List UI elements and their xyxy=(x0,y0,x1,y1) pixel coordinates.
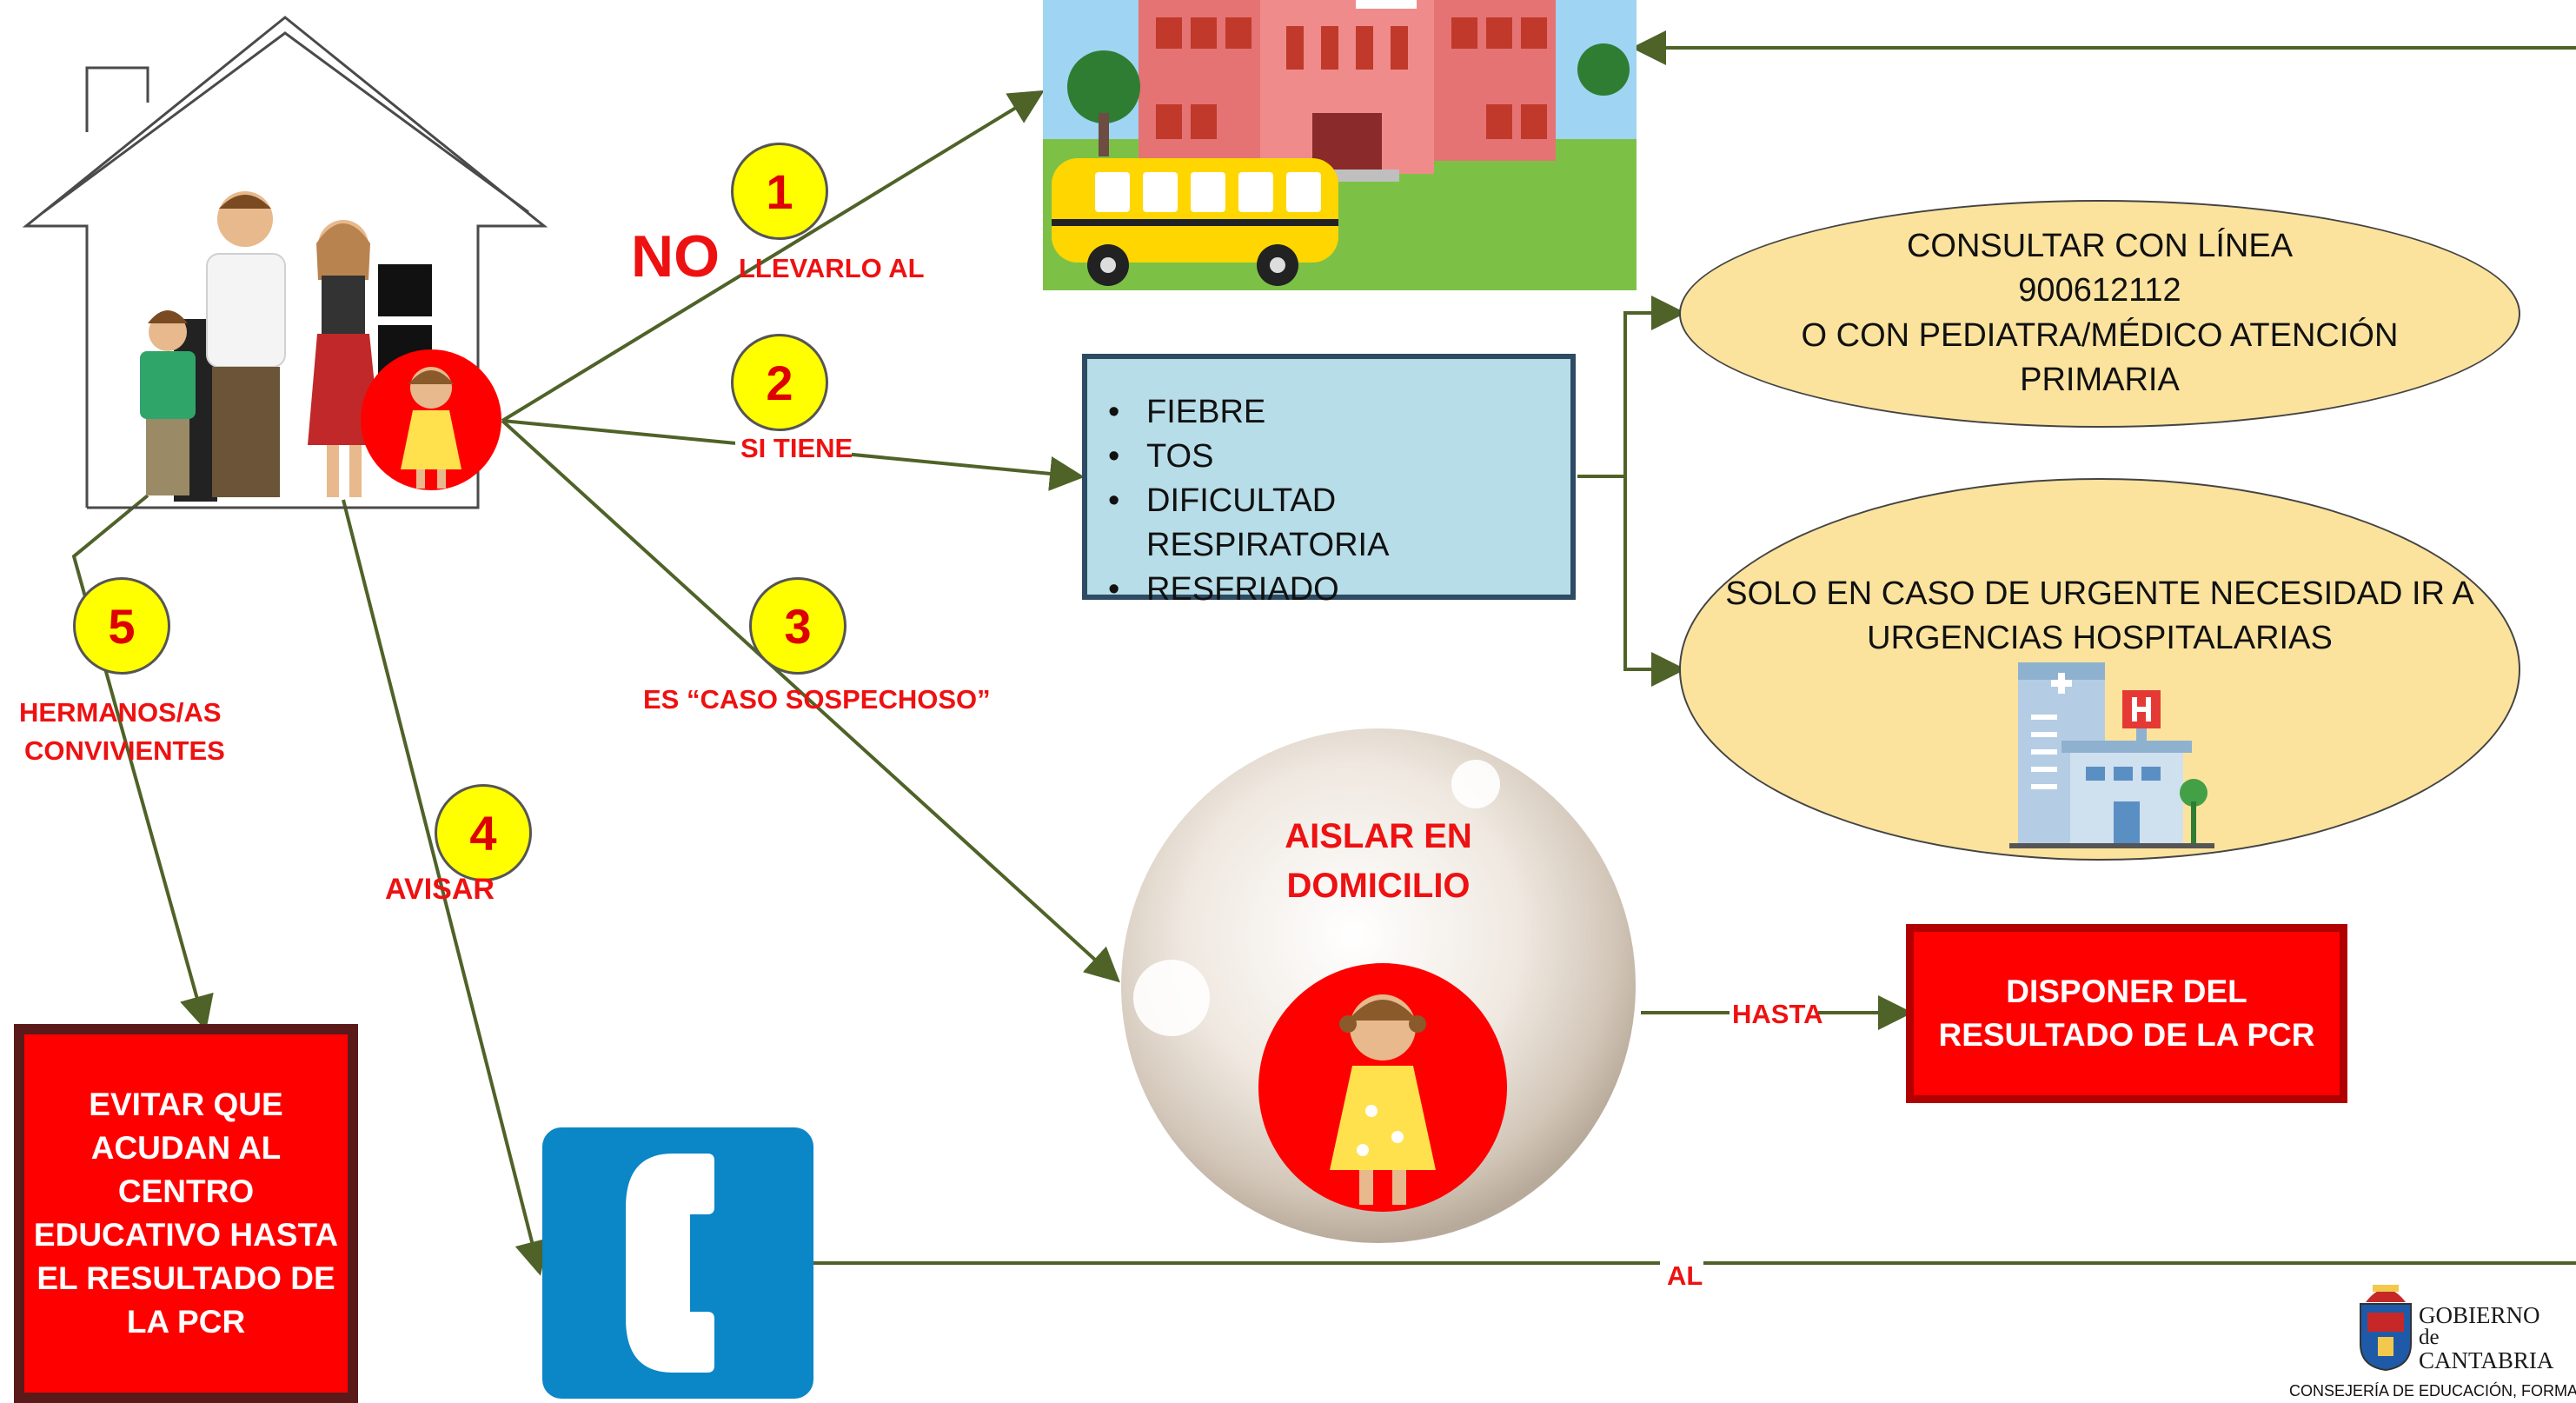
symptom-item: DIFICULTAD RESPIRATORIA xyxy=(1105,479,1570,568)
school-bus-icon xyxy=(1052,158,1338,286)
telephone-icon xyxy=(542,1127,813,1399)
symptom-item: RESFRIADO xyxy=(1105,568,1570,612)
avoid-line-2: ACUDAN AL xyxy=(90,1130,282,1167)
step-1-number: 1 xyxy=(766,163,793,219)
hasta-label: HASTA xyxy=(1732,999,1823,1029)
avoid-line-6: LA PCR xyxy=(126,1303,246,1340)
coat-of-arms-icon xyxy=(2360,1285,2412,1372)
girl-icon xyxy=(361,349,501,490)
connector-symptoms-to-urgent xyxy=(1623,476,1686,687)
arrow-to-school xyxy=(501,90,1045,422)
avoid-school-box: EVITAR QUE ACUDAN AL CENTRO EDUCATIVO HA… xyxy=(14,1024,358,1403)
step-2-number: 2 xyxy=(766,355,793,410)
gov-line-2: de xyxy=(2419,1326,2440,1349)
step-1-badge: 1 xyxy=(731,143,828,240)
consult-ellipse: CONSULTAR CON LÍNEA 900612112 O CON PEDI… xyxy=(1679,200,2520,428)
step-5-number: 5 xyxy=(108,598,136,654)
department-label: CONSEJERÍA DE EDUCACIÓN, FORMAC xyxy=(2289,1382,2576,1400)
school-icon xyxy=(1043,0,1637,290)
consult-phone: 900612112 xyxy=(2018,272,2181,309)
pcr-line-1: DISPONER DEL xyxy=(2006,974,2247,1010)
urgent-line-2: URGENCIAS HOSPITALARIAS xyxy=(1867,620,2333,657)
urgent-line-1: SOLO EN CASO DE URGENTE NECESIDAD IR A xyxy=(1725,575,2474,612)
gov-line-3: CANTABRIA xyxy=(2419,1347,2554,1373)
al-label: AL xyxy=(1667,1260,1703,1291)
avoid-line-4: EDUCATIVO HASTA xyxy=(33,1217,339,1253)
arrow-to-isolate xyxy=(501,419,1120,983)
connector-symptoms-to-consult xyxy=(1577,296,1686,478)
step-3-label: ES “CASO SOSPECHOSO” xyxy=(643,684,991,715)
avoid-line-1: EVITAR QUE xyxy=(89,1087,283,1123)
consult-line-1: CONSULTAR CON LÍNEA xyxy=(1906,228,2294,264)
step-4-label: AVISAR xyxy=(385,873,495,906)
pcr-result-box: DISPONER DEL RESULTADO DE LA PCR xyxy=(1906,924,2347,1103)
hospital-icon xyxy=(2009,662,2214,848)
avoid-line-3: CENTRO xyxy=(117,1174,255,1210)
isolate-line-2: DOMICILIO xyxy=(1286,867,1471,905)
step-3-number: 3 xyxy=(784,598,812,654)
step-5-label-line2: CONVIVIENTES xyxy=(24,735,225,766)
isolate-line-1: AISLAR EN xyxy=(1285,817,1472,855)
step-1-prefix: NO xyxy=(631,223,720,289)
step-3-badge: 3 xyxy=(749,577,846,675)
symptoms-box: FIEBRE TOS DIFICULTAD RESPIRATORIA RESFR… xyxy=(1082,354,1576,612)
arrow-avisar-to-phone xyxy=(342,499,549,1276)
girl-icon xyxy=(1258,963,1507,1212)
consult-line-3: O CON PEDIATRA/MÉDICO ATENCIÓN xyxy=(1801,316,2399,354)
step-5-badge: 5 xyxy=(73,577,170,675)
step-5-label-line1: HERMANOS/AS xyxy=(19,697,222,728)
gov-line-1: GOBIERNO xyxy=(2419,1302,2540,1328)
step-4-number: 4 xyxy=(469,805,497,861)
step-4-badge: 4 xyxy=(435,784,532,881)
step-1-label: LLEVARLO AL xyxy=(739,253,925,283)
consult-line-4: PRIMARIA xyxy=(2020,361,2180,398)
symptom-item: TOS xyxy=(1105,435,1570,479)
pcr-line-2: RESULTADO DE LA PCR xyxy=(1938,1017,2315,1053)
avoid-line-5: EL RESULTADO DE xyxy=(37,1260,335,1296)
step-2-badge: 2 xyxy=(731,334,828,431)
arrow-siblings-to-avoid-box xyxy=(71,494,214,1031)
symptom-item: FIEBRE xyxy=(1105,390,1570,435)
step-2-label: SI TIENE xyxy=(740,433,853,463)
